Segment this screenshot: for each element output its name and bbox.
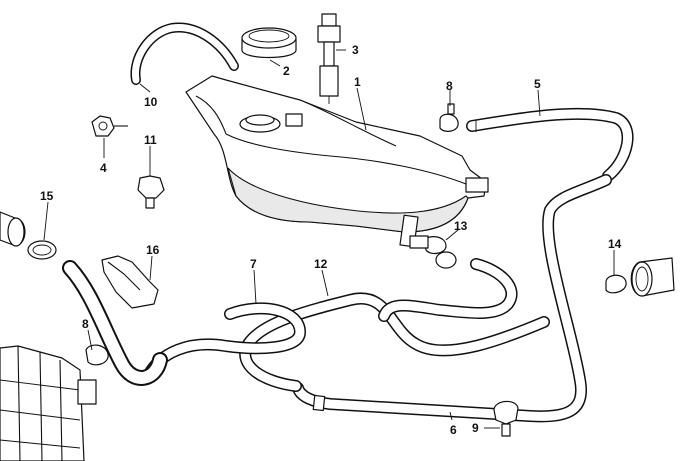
label-part-9: 9	[472, 421, 479, 435]
label-part-2: 2	[283, 64, 290, 78]
label-part-4: 4	[100, 161, 107, 175]
leader-lines	[43, 49, 615, 429]
label-part-12: 12	[314, 257, 328, 271]
hose-radiator-lower[interactable]	[62, 260, 168, 386]
label-part-7: 7	[250, 257, 257, 271]
label-part-6: 6	[450, 423, 457, 437]
hose-tank-outlet[interactable]	[378, 258, 518, 322]
mounting-nut[interactable]	[91, 115, 128, 137]
label-part-14: 14	[608, 237, 622, 251]
hose-clamp-lower[interactable]	[85, 344, 109, 366]
label-part-16: 16	[146, 243, 160, 257]
hose-part-7[interactable]	[142, 302, 306, 382]
grommet[interactable]	[137, 175, 165, 209]
label-part-3: 3	[352, 43, 359, 57]
label-part-11: 11	[144, 133, 157, 147]
level-sensor[interactable]	[317, 13, 341, 104]
radiator	[0, 345, 97, 461]
hose-clip[interactable]	[493, 400, 519, 437]
hose-clamp-13[interactable]	[409, 235, 457, 269]
hose-clamp-upper[interactable]	[439, 103, 459, 132]
label-part-10: 10	[144, 95, 158, 109]
label-part-8-top: 8	[446, 79, 453, 93]
hose-part-5[interactable]	[466, 107, 634, 182]
hose-clamp-15[interactable]	[0, 211, 57, 260]
label-part-15: 15	[40, 189, 54, 203]
label-part-5: 5	[534, 77, 541, 91]
pipe-connector[interactable]	[605, 257, 675, 297]
hose-part-10[interactable]	[130, 22, 239, 85]
hose-part-12[interactable]	[239, 292, 550, 392]
label-part-1: 1	[354, 75, 361, 89]
hose-bracket[interactable]	[101, 255, 159, 309]
label-part-13: 13	[454, 219, 468, 233]
hose-part-6[interactable]	[292, 174, 612, 423]
label-part-8-lower: 8	[82, 317, 89, 331]
filler-cap[interactable]	[241, 27, 297, 59]
expansion-tank[interactable]	[185, 75, 489, 248]
